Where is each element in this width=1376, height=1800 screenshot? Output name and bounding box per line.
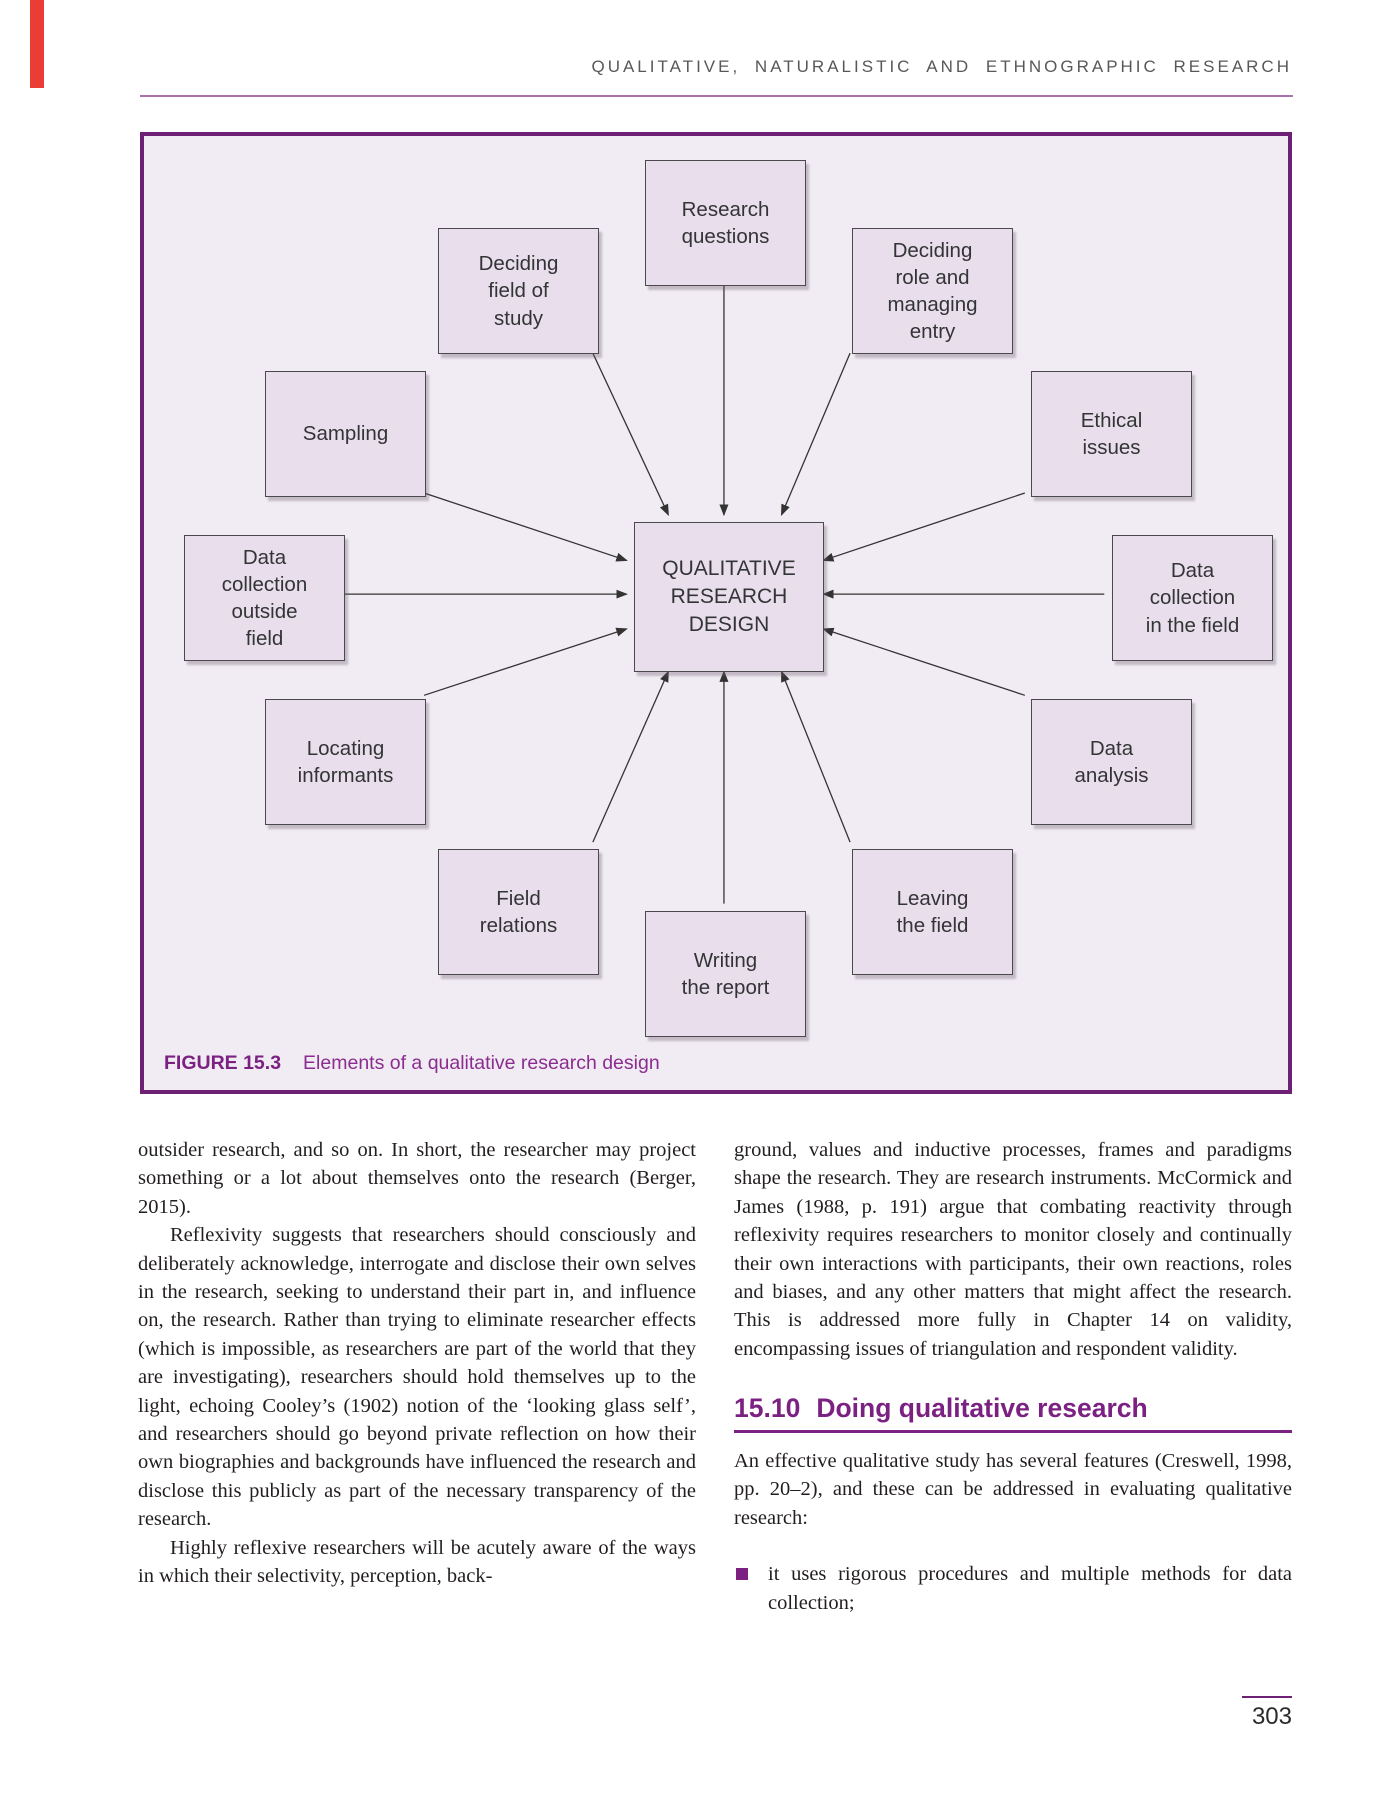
arrow-ethical-issues <box>822 492 1026 562</box>
chapter-edge-tab <box>30 0 44 88</box>
arrow-leaving-field <box>780 670 851 843</box>
box-ethical-issues: Ethical issues <box>1031 371 1192 497</box>
figure-panel: Research questions Deciding field of stu… <box>140 132 1292 1094</box>
paragraph: Reflexivity suggests that researchers sh… <box>138 1224 696 1531</box>
arrow-deciding-role <box>780 352 851 517</box>
section-title: Doing qualitative research <box>816 1393 1148 1424</box>
page-number: 303 <box>1251 1703 1292 1730</box>
box-field-relations: Field relations <box>438 849 599 975</box>
page-number-rule <box>1242 1696 1292 1698</box>
arrow-deciding-field <box>592 352 669 516</box>
paragraph: outsider research, and so on. In short, … <box>138 1139 696 1218</box>
section-heading: 15.10 Doing qualitative research <box>734 1394 1292 1423</box>
figure-caption-text: Elements of a qualitative research desig… <box>303 1052 660 1074</box>
arrow-data-analysis <box>822 627 1026 696</box>
arrow-field-relations <box>592 670 669 843</box>
body-column-left: outsider research, and so on. In short, … <box>138 1136 696 1591</box>
section-heading-rule <box>734 1430 1292 1433</box>
paragraph: ground, values and inductive processes, … <box>734 1139 1292 1360</box>
square-bullet-icon <box>736 1568 748 1581</box>
body-column-right: ground, values and inductive processes, … <box>734 1136 1292 1617</box>
box-locating-informants: Locating informants <box>265 699 426 825</box>
arrow-locating-informants <box>423 627 628 696</box>
box-research-questions: Research questions <box>645 160 806 286</box>
list-item-text: it uses rigorous procedures and multiple… <box>768 1563 1292 1614</box>
figure-caption-label: FIGURE 15.3 <box>164 1052 282 1074</box>
header-rule <box>140 95 1293 97</box>
running-header: QUALITATIVE, NATURALISTIC AND ETHNOGRAPH… <box>591 57 1292 76</box>
box-leaving-the-field: Leaving the field <box>852 849 1013 975</box>
box-sampling: Sampling <box>265 371 426 497</box>
arrow-sampling <box>423 492 628 562</box>
section-number: 15.10 <box>734 1393 801 1424</box>
box-data-collection-outside-field: Data collection outside field <box>184 535 345 661</box>
list-item: it uses rigorous procedures and multiple… <box>734 1560 1292 1617</box>
box-qualitative-research-design: QUALITATIVE RESEARCH DESIGN <box>634 522 824 672</box>
box-writing-the-report: Writing the report <box>645 911 806 1037</box>
box-deciding-field-of-study: Deciding field of study <box>438 228 599 354</box>
box-data-collection-in-field: Data collection in the field <box>1112 535 1273 661</box>
box-data-analysis: Data analysis <box>1031 699 1192 825</box>
paragraph: Highly reflexive researchers will be acu… <box>138 1536 696 1588</box>
box-deciding-role-managing-entry: Deciding role and managing entry <box>852 228 1013 354</box>
figure-caption: FIGURE 15.3 Elements of a qualitative res… <box>164 1052 660 1075</box>
paragraph: An effective qualitative study has sever… <box>734 1449 1292 1529</box>
